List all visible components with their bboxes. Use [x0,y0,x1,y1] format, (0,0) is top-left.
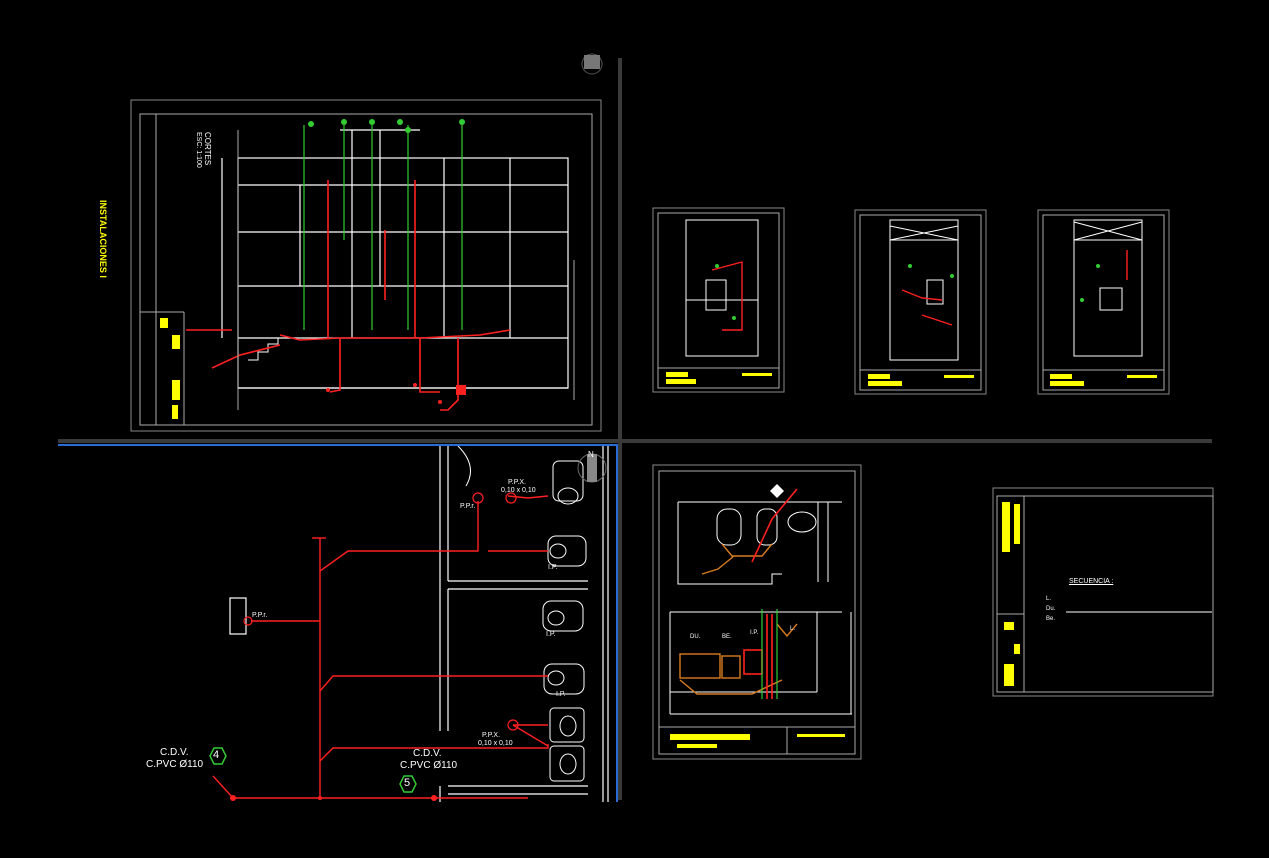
cdv-left-line1: C.D.V. [160,747,189,758]
ppx-bottom-size: 0,10 x 0,10 [478,740,513,747]
viewport-divider-vertical[interactable] [618,58,622,800]
cdv-right-number: 5 [404,777,411,789]
sequence-row-l: L. [1046,596,1052,602]
cdv-left-number: 4 [213,749,220,761]
plan-sheet-2 [854,209,987,395]
sequence-row-be: Be. [1046,616,1056,622]
cdv-right-line1: C.D.V. [413,748,442,759]
cdv-right-line2: C.PVC Ø110 [400,760,458,771]
detail-label-be: BE. [722,634,732,640]
ppx-top-label: P.P.X. [508,479,527,486]
compass-north-label: N [588,450,594,459]
detail-label-ip: I.P. [750,630,759,636]
sequence-title: SECUENCIA : [1069,578,1114,585]
sequence-row-du: Du. [1046,606,1056,612]
sheet-title: INSTALACIONES I [98,200,108,278]
detail-label-l: L. [790,626,796,632]
viewport-bottom-left-active[interactable]: N P.P.X. 0,10 x 0,10 P.P.r. I.P. P.P.r. … [58,444,618,802]
ppr-left-label: P.P.r. [252,612,268,619]
section-drawing [130,53,603,432]
cdv-marker-5 [399,775,417,793]
section-scale: ESC: 1:100 [195,132,202,168]
ip-label-2: I.P. [546,631,556,638]
bathroom-plan [209,446,609,802]
section-title: CORTES [203,132,212,166]
ppr-top-label: P.P.r. [460,503,476,510]
detail-sheets [652,464,1214,760]
cdv-left-line2: C.PVC Ø110 [146,759,204,770]
plan-sheet-1 [652,207,785,393]
viewport-bottom-right[interactable]: DU. BE. I.P. L. SECUENCIA : L. Du. Be. [622,444,1269,802]
plan-sheet-3 [1037,209,1170,395]
viewport-divider-horizontal[interactable] [58,439,1212,443]
ppx-top-size: 0,10 x 0,10 [501,487,536,494]
ip-label-1: I.P. [548,564,558,571]
detail-label-du: DU. [690,634,701,640]
ppx-bottom-label: P.P.X. [482,732,501,739]
viewport-top-left[interactable]: INSTALACIONES I CORTES ESC: 1:100 [0,0,618,440]
plan-sheets [652,207,1170,395]
viewport-top-right[interactable] [622,0,1269,440]
ip-label-3: I.P. [556,691,566,698]
cdv-marker-4 [209,747,227,765]
